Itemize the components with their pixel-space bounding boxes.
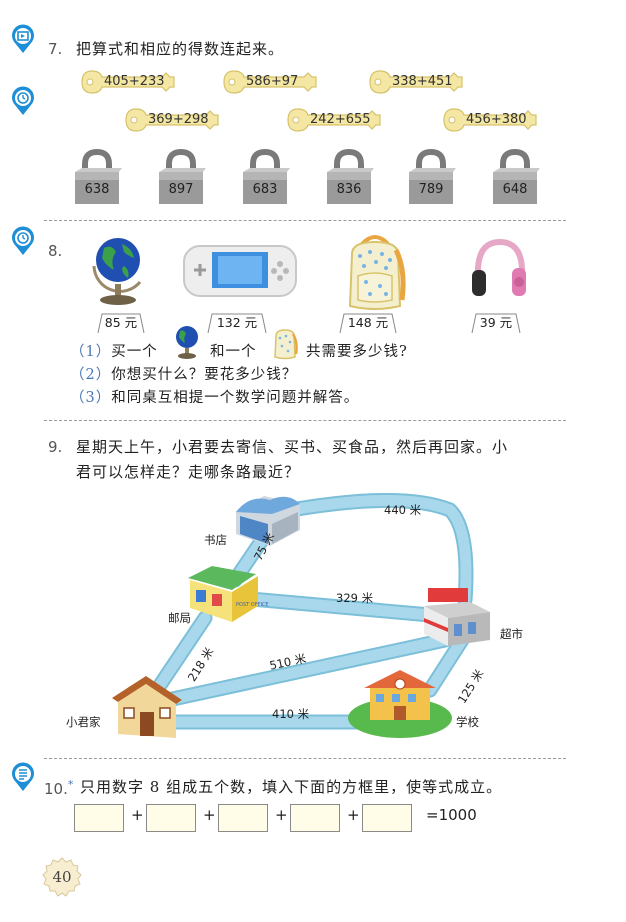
padlock-icon[interactable] (240, 148, 290, 208)
distance-home-school: 410 米 (272, 707, 310, 721)
price-label: 39 元 (479, 315, 513, 330)
q8-sub2-number: （2） (70, 367, 112, 383)
key-expression: 338+451 (392, 74, 453, 89)
backpack-icon (348, 235, 406, 310)
price-label: 85 元 (104, 315, 138, 330)
answer-box-5[interactable] (362, 804, 412, 832)
padlock-icon[interactable] (72, 148, 122, 208)
price-tag-icon (97, 313, 145, 334)
timer-pin-icon[interactable] (10, 86, 36, 116)
price-label: 132 元 (216, 315, 258, 330)
key-icon[interactable] (366, 68, 466, 96)
key-icon[interactable] (284, 106, 384, 134)
q9-text-line1: 星期天上午，小君要去寄信、买书、买食品，然后再回家。小 (76, 438, 509, 456)
distance-post-market: 329 米 (336, 591, 374, 605)
price-tag-icon (471, 313, 521, 334)
place-bookstore: 书店 (204, 533, 227, 547)
supermarket-building-icon (424, 588, 490, 646)
place-supermarket: 超市 (500, 627, 523, 641)
price-label: 148 元 (347, 315, 389, 330)
headphones-icon (472, 238, 526, 296)
plus-sign: + (203, 806, 216, 824)
post-office-building-icon (188, 566, 258, 622)
q7-instruction: 把算式和相应的得数连起来。 (76, 40, 285, 58)
answer-box-2[interactable] (146, 804, 196, 832)
key-expression: 242+655 (310, 112, 371, 127)
road-bookstore-market (272, 493, 474, 608)
lock-number: 836 (336, 182, 362, 197)
q8-sub1-part-a: 买一个 (111, 344, 158, 360)
q8-sub1-number: （1） (70, 344, 112, 360)
padlock-icon[interactable] (406, 148, 456, 208)
q8-sub1-part-b: 和一个 (210, 344, 257, 360)
bookstore-building-icon (236, 496, 300, 546)
place-post-office: 邮局 (168, 611, 191, 625)
q10-star: * (67, 778, 74, 791)
q8-sub1: （1）买一个 (70, 340, 158, 361)
school-building-icon (348, 670, 452, 738)
place-home: 小君家 (66, 715, 101, 729)
game-console-icon (183, 245, 297, 297)
key-icon[interactable] (220, 68, 320, 96)
q8-sub3-text: 和同桌互相提一个数学问题并解答。 (111, 390, 360, 406)
equation-result: =1000 (426, 806, 477, 824)
lock-number: 897 (168, 182, 194, 197)
plus-sign: + (347, 806, 360, 824)
key-expression: 586+97 (246, 74, 299, 89)
page-number-badge-icon (42, 857, 82, 897)
lock-number: 638 (84, 182, 110, 197)
q8-sub3: （3）和同桌互相提一个数学问题并解答。 (70, 386, 359, 407)
globe-small-icon (176, 326, 198, 359)
home-house-icon (112, 676, 182, 738)
q8-sub3-number: （3） (70, 390, 112, 406)
q7-number: 7. (48, 40, 63, 58)
key-icon[interactable] (78, 68, 178, 96)
key-expression: 456+380 (466, 112, 527, 127)
section-divider (44, 220, 566, 221)
q8-sub2: （2）你想买什么？要花多少钱？ (70, 363, 297, 384)
price-tag-icon (339, 313, 397, 334)
page-number: 40 (52, 868, 72, 886)
q8-number: 8. (48, 242, 63, 260)
lock-number: 683 (252, 182, 278, 197)
q10-instruction: 只用数字 8 组成五个数，填入下面的方框里，使等式成立。 (80, 778, 503, 796)
answer-box-3[interactable] (218, 804, 268, 832)
document-pin-icon[interactable] (10, 762, 36, 792)
key-icon[interactable] (440, 106, 540, 134)
place-school: 学校 (456, 715, 479, 729)
price-tag-icon (207, 313, 267, 334)
section-divider (44, 420, 566, 421)
key-icon[interactable] (122, 106, 222, 134)
padlock-icon[interactable] (324, 148, 374, 208)
padlock-icon[interactable] (490, 148, 540, 208)
answer-box-4[interactable] (290, 804, 340, 832)
key-expression: 405+233 (104, 74, 165, 89)
q9-text-line2: 君可以怎样走？走哪条路最近？ (76, 463, 301, 481)
route-map: POST OFFICE (112, 493, 490, 738)
section-divider (44, 758, 566, 759)
q8-sub1-part-c: 共需要多少钱? (306, 344, 408, 360)
key-expression: 369+298 (148, 112, 209, 127)
q10-number-text: 10. (44, 780, 68, 798)
post-office-sign: POST OFFICE (236, 602, 269, 608)
padlock-icon[interactable] (156, 148, 206, 208)
timer-pin-icon[interactable] (10, 226, 36, 256)
globe-icon (92, 238, 142, 305)
lock-number: 648 (502, 182, 528, 197)
plus-sign: + (131, 806, 144, 824)
answer-box-1[interactable] (74, 804, 124, 832)
backpack-small-icon (274, 329, 298, 360)
q9-number: 9. (48, 438, 63, 456)
q8-sub2-text: 你想买什么？要花多少钱？ (111, 367, 298, 383)
plus-sign: + (275, 806, 288, 824)
video-pin-icon[interactable] (10, 24, 36, 54)
q10-number: 10.* (44, 778, 73, 798)
lock-number: 789 (418, 182, 444, 197)
distance-bookstore-market: 440 米 (384, 503, 422, 517)
